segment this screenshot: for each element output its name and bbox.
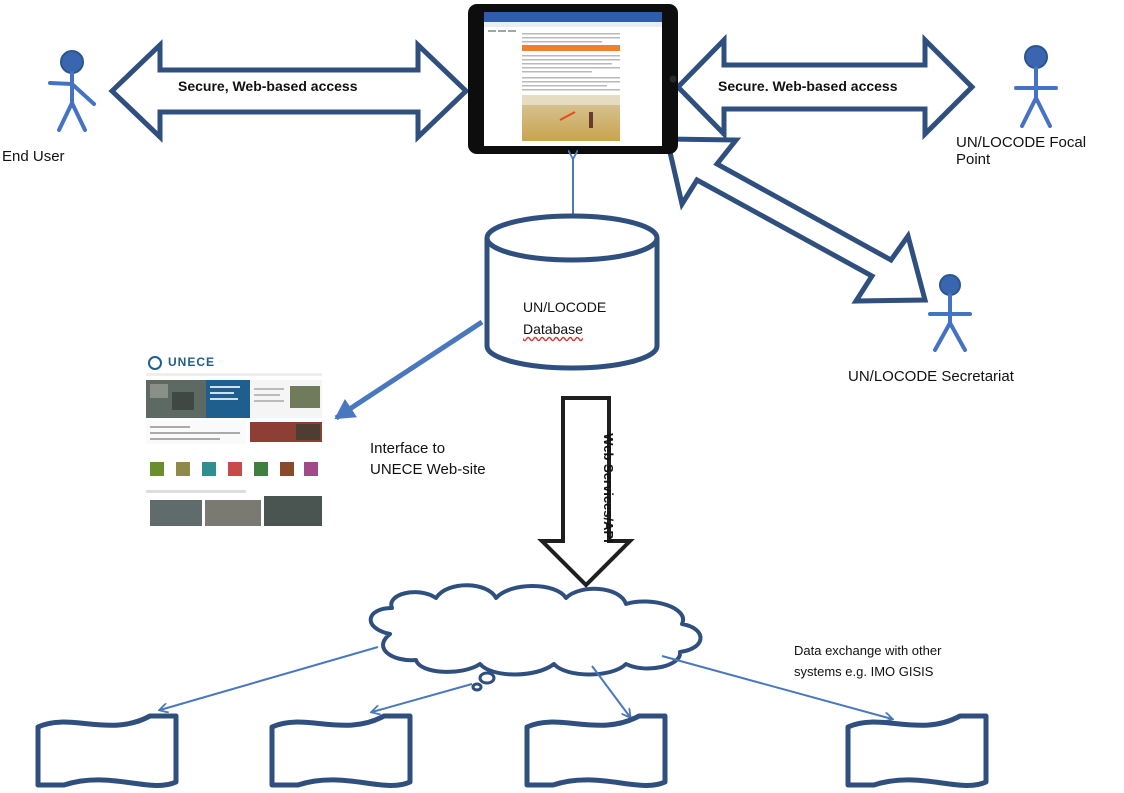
document-store-icon bbox=[845, 713, 989, 788]
focal-point-actor bbox=[1014, 45, 1058, 128]
data-exchange-label: Data exchange with other systems e.g. IM… bbox=[794, 640, 941, 682]
person-icon bbox=[60, 50, 84, 74]
cloud-doc-link-3 bbox=[591, 665, 630, 717]
left-access-arrow bbox=[108, 39, 470, 143]
database-to-unece-arrow bbox=[334, 319, 484, 421]
cloud-doc-link-1 bbox=[160, 646, 379, 710]
cloud-doc-link-2 bbox=[372, 683, 473, 712]
unece-caption-line2: UNECE Web-site bbox=[370, 461, 486, 478]
secretariat-actor bbox=[928, 274, 972, 352]
cloud-tail bbox=[471, 671, 496, 692]
database-label: UN/LOCODE Database bbox=[523, 296, 606, 340]
database-label-line2: Database bbox=[523, 321, 583, 337]
unece-logo-text: UNECE bbox=[168, 355, 216, 369]
left-access-text: Secure, Web-based access bbox=[178, 78, 358, 94]
data-exchange-line1: Data exchange with other bbox=[794, 643, 942, 658]
document-store-icon bbox=[35, 713, 179, 788]
right-access-arrow bbox=[674, 33, 976, 141]
person-icon bbox=[1024, 45, 1048, 69]
right-access-label: Secure. Web-based access bbox=[718, 78, 898, 94]
secretariat-arrow bbox=[663, 136, 929, 304]
network-cloud-icon bbox=[368, 583, 703, 677]
tablet-device-icon bbox=[468, 4, 678, 154]
web-services-arrow bbox=[537, 396, 635, 588]
un-emblem-icon bbox=[148, 356, 162, 370]
database-cylinder-icon bbox=[484, 213, 660, 371]
end-user-actor bbox=[48, 50, 96, 132]
person-icon bbox=[939, 274, 961, 296]
unece-caption: Interface to UNECE Web-site bbox=[370, 438, 486, 480]
document-store-icon bbox=[524, 713, 668, 788]
unece-caption-line1: Interface to bbox=[370, 440, 446, 457]
unece-website-thumbnail bbox=[145, 348, 323, 528]
secretariat-label: UN/LOCODE Secretariat bbox=[848, 368, 1014, 385]
database-label-line1: UN/LOCODE bbox=[523, 299, 607, 315]
web-services-label: Web Services/API bbox=[601, 433, 616, 543]
end-user-label: End User bbox=[2, 148, 65, 165]
cloud-doc-link-4 bbox=[661, 655, 892, 719]
left-access-label: Secure, Web-based access bbox=[178, 78, 378, 94]
document-store-icon bbox=[269, 713, 413, 788]
focal-point-label: UN/LOCODE Focal Point bbox=[956, 134, 1087, 168]
data-exchange-line2: systems e.g. IMO GISIS bbox=[794, 664, 934, 679]
